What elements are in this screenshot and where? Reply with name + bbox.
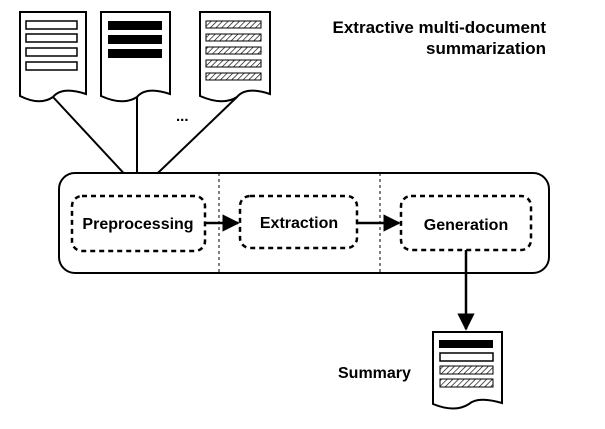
source-document-1	[19, 11, 87, 103]
source-document-2	[100, 11, 171, 103]
preprocessing-stage-label: Preprocessing	[82, 216, 193, 233]
document-1-lines	[25, 20, 78, 71]
summary-document	[432, 331, 503, 410]
diagram-title-line2: summarization	[426, 39, 546, 58]
document-3-lines	[205, 20, 262, 81]
extraction-stage-label: Extraction	[260, 215, 338, 232]
document-2-lines	[108, 21, 162, 58]
stage-arrows	[205, 214, 475, 331]
diagram-title-line1: Extractive multi-document	[333, 18, 547, 37]
generation-stage-box	[399, 194, 533, 252]
generation-stage-label: Generation	[424, 217, 508, 234]
summary-label: Summary	[338, 365, 411, 382]
summary-lines	[439, 340, 494, 388]
source-document-3	[199, 11, 271, 103]
documents-ellipsis: ...	[176, 108, 189, 125]
